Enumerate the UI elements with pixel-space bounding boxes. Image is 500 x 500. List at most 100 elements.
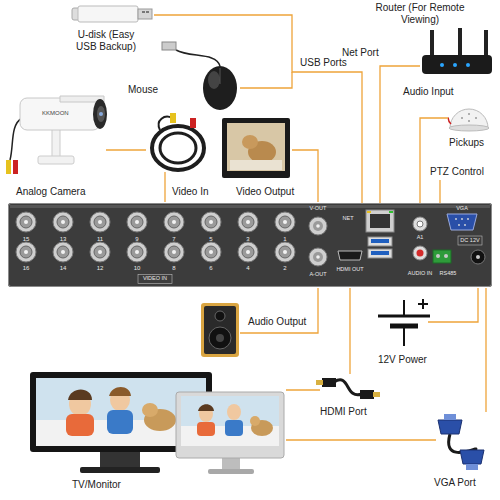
callout-label: Router (For Remote Viewing): [362, 2, 478, 26]
port-number: 15: [23, 236, 30, 242]
port-number: 5: [209, 236, 212, 242]
dvr-panel-part: [371, 251, 389, 255]
router-part: [466, 63, 470, 67]
dvr-panel-part: [371, 239, 389, 243]
cable-coil: [152, 113, 204, 170]
power-symbol: [378, 299, 430, 346]
hdmi-cable-part: [360, 390, 374, 399]
analog-camera-part: [13, 160, 18, 174]
callout-label: Pickups: [449, 137, 484, 149]
speaker-part: [216, 334, 224, 342]
tv-monitor: [30, 372, 284, 474]
port-number: 1: [283, 236, 286, 242]
tv-monitor-part: [181, 396, 279, 446]
power-symbol-part: [403, 300, 405, 316]
power-symbol-part: [378, 315, 430, 318]
speaker: [201, 303, 239, 357]
mouse-part: [203, 66, 237, 110]
analog-camera: [6, 96, 107, 174]
pickup-mic: [448, 109, 489, 131]
mouse-part: [220, 68, 221, 84]
router-part: [458, 28, 462, 58]
dvr-panel-part: [10, 205, 490, 208]
router: [422, 28, 492, 74]
port-label: A1: [417, 235, 424, 241]
hdmi-cable-part: [373, 392, 380, 397]
callout-label: Video Output: [236, 186, 294, 198]
dvr-panel-part: [455, 218, 457, 220]
mouse-part: [208, 71, 220, 89]
router-part: [430, 30, 434, 58]
brand-mark: KKMOON: [42, 110, 69, 117]
port-number: 3: [246, 236, 249, 242]
dvr-panel-part: [458, 224, 460, 226]
port-label: V-OUT: [310, 206, 327, 212]
tv-monitor-part: [66, 414, 94, 436]
router-part: [422, 55, 492, 74]
leader-lines-part: [164, 172, 165, 202]
port-number: 11: [97, 236, 103, 242]
hdmi-cable-part: [322, 378, 336, 387]
dvr-panel-part: [53, 242, 73, 262]
dvr-panel-part: [138, 275, 172, 284]
dvr-panel-part: [447, 214, 477, 230]
vga-cable-part: [466, 464, 478, 470]
usb-disk-part: [78, 6, 138, 22]
dvr-panel-part: [464, 224, 466, 226]
hdmi-cable-part: [334, 380, 362, 395]
router-part: [453, 63, 457, 67]
dvr-panel-part: [476, 255, 480, 259]
cable-coil-part: [159, 117, 172, 130]
dvr-panel-part: [309, 217, 327, 235]
callout-label: U-disk (Easy USB Backup): [68, 29, 144, 53]
callout-label: Audio Input: [403, 86, 454, 98]
dvr-panel-part: [458, 236, 482, 245]
tv-monitor-part: [227, 404, 241, 420]
dvr-panel-part: [201, 242, 221, 262]
dvr-panel-part: [338, 251, 362, 260]
leader-lines-part: [240, 288, 318, 333]
port-number: 8: [172, 265, 175, 271]
pickup-mic-part: [468, 113, 470, 115]
leader-lines-part: [286, 439, 436, 440]
port-number: 6: [209, 265, 212, 271]
speaker-part: [201, 303, 239, 357]
dvr-panel-part: [417, 221, 423, 227]
mouse-part: [162, 42, 176, 50]
pickup-mic-part: [461, 117, 463, 119]
port-label: RS485: [440, 271, 457, 277]
port-label: VGA: [456, 206, 468, 212]
small-monitor-part: [222, 118, 290, 178]
dvr-panel-part: [417, 250, 424, 257]
analog-camera-part: [6, 160, 11, 174]
callout-label: USB Ports: [300, 57, 347, 69]
dvr-panel-part: [16, 212, 36, 232]
port-number: 9: [135, 236, 138, 242]
dvr-panel-part: [413, 217, 427, 231]
pickup-mic-part: [448, 118, 451, 124]
dvr-panel-part: [366, 210, 394, 232]
speaker-part: [204, 306, 236, 354]
leader-lines-part: [240, 72, 292, 88]
small-monitor: [222, 118, 290, 178]
dvr-panel: [8, 203, 492, 287]
vga-cable-part: [438, 420, 462, 434]
dvr-panel-part: [461, 218, 463, 220]
speaker-part: [215, 311, 225, 321]
small-monitor-part: [230, 160, 282, 170]
router-part: [484, 30, 488, 58]
tv-monitor-part: [197, 422, 215, 436]
mouse: [162, 42, 237, 110]
analog-camera-part: [20, 98, 100, 130]
port-label: AUDIO IN: [408, 271, 432, 277]
dvr-panel-part: [389, 211, 393, 213]
callout-label: VGA Port: [434, 477, 476, 489]
dvr-panel-part: [238, 242, 258, 262]
dvr-rear-panel: 15131197531161412108642VIDEO INV-OUTA-OU…: [8, 203, 492, 287]
dvr-panel-part: [368, 237, 392, 246]
dvr-panel-part: [275, 242, 295, 262]
dvr-panel-part: [370, 214, 390, 228]
cable-coil-part: [160, 133, 196, 163]
